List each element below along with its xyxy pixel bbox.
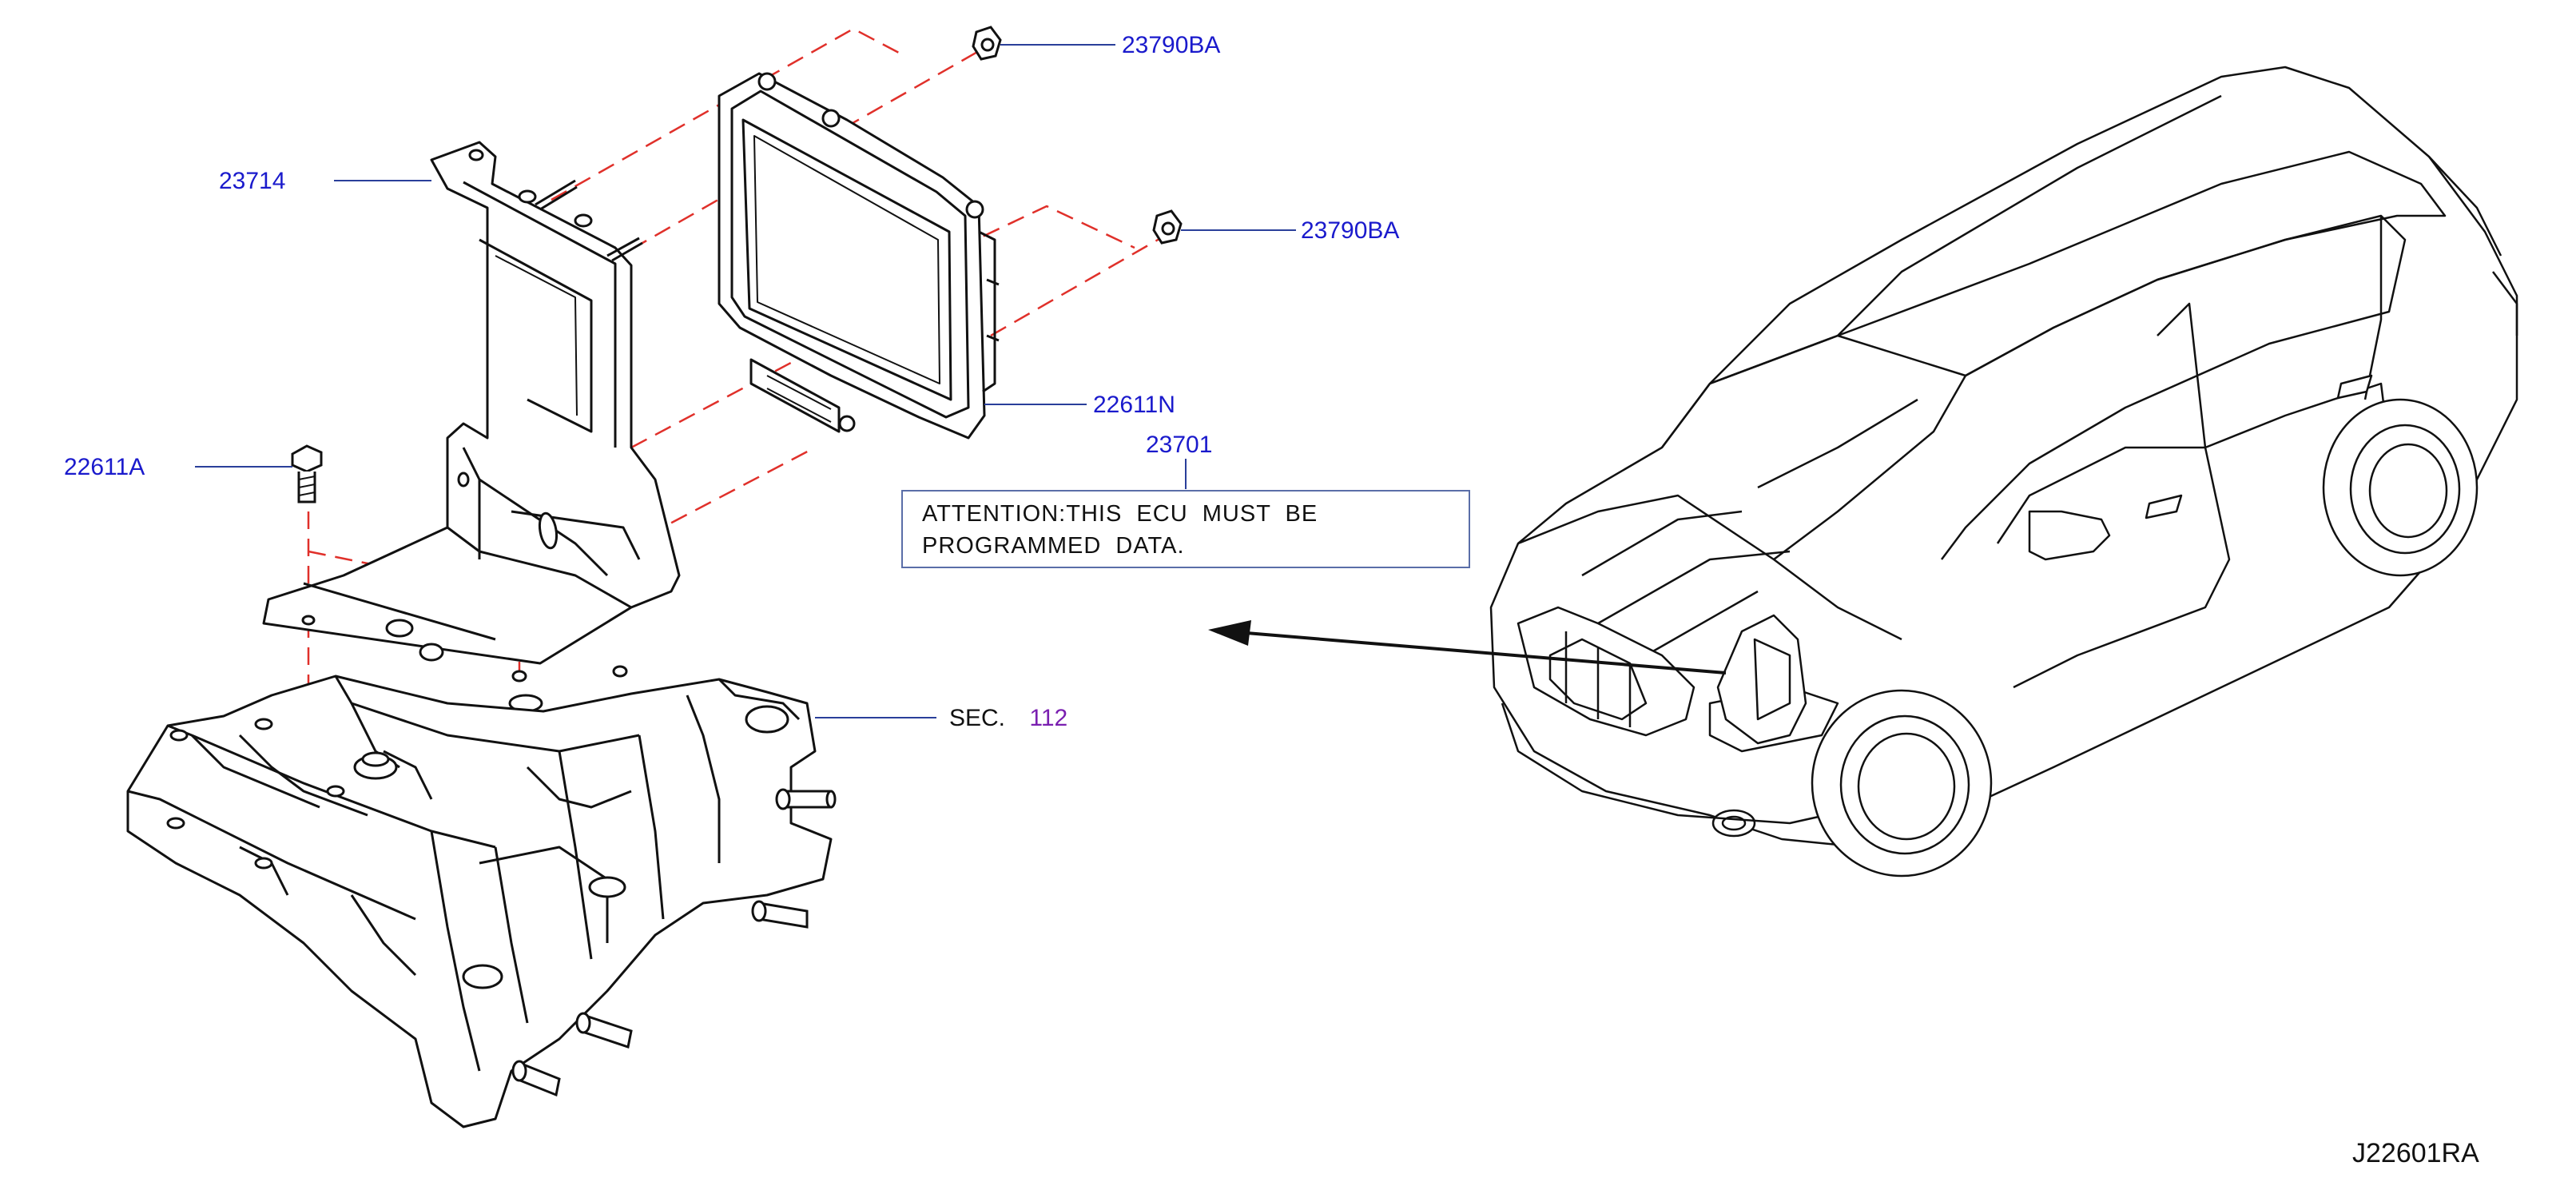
nut-23790ba-top-icon	[972, 26, 1002, 61]
figure-id: J22601RA	[2352, 1138, 2479, 1168]
nut-23790ba-mid-icon	[1152, 209, 1183, 245]
bracket-studs	[535, 179, 643, 262]
section-number[interactable]: 112	[1029, 705, 1068, 731]
note-line-2: PROGRAMMED DATA.	[922, 533, 1185, 559]
base-studs	[511, 788, 837, 1097]
callout-23790ba-mid: 23790BA	[1301, 217, 1400, 244]
ecu-module	[718, 72, 1000, 440]
callout-23701: 23701	[1146, 432, 1213, 458]
leader-lines	[195, 44, 1296, 718]
callout-23790ba-top: 23790BA	[1122, 32, 1221, 58]
note-line-1: ATTENTION:THIS ECU MUST BE	[922, 501, 1318, 527]
ecu-programming-note: ATTENTION:THIS ECU MUST BE PROGRAMMED DA…	[901, 490, 1470, 568]
section-prefix: SEC.	[949, 705, 1006, 731]
callout-22611a: 22611A	[64, 454, 145, 480]
callout-23714: 23714	[219, 168, 286, 194]
bolt-22611a-icon	[291, 444, 323, 503]
bracket-23714	[262, 141, 681, 713]
section-reference[interactable]: SEC. 112	[949, 705, 1067, 732]
vehicle-outline	[1489, 66, 2518, 878]
mounting-base	[126, 675, 833, 1128]
callout-22611n: 22611N	[1093, 392, 1175, 418]
location-arrow-icon	[1208, 620, 1727, 675]
